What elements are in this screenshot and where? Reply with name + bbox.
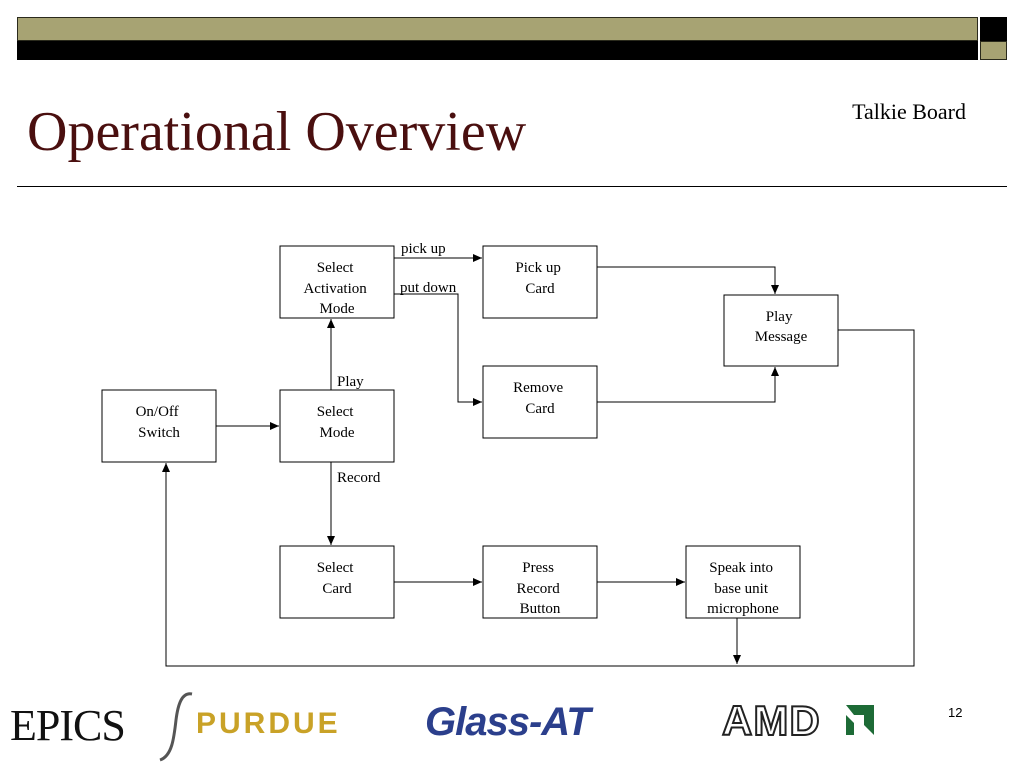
header-band-olive [17, 17, 978, 41]
node-speak-into-microphone-label: Speak into base unit microphone [707, 560, 779, 617]
select-activation-line-1: Select [317, 260, 354, 276]
select-activation-line-3: Mode [320, 301, 355, 317]
node-press-record-button-box [482, 545, 598, 619]
pick-up-card-line-2: Card [525, 281, 555, 297]
amd-logo: AMD [721, 696, 821, 745]
edge-label-put-down: put down [400, 280, 457, 296]
header-corner-black [980, 17, 1007, 41]
select-mode-line-2: Mode [320, 425, 355, 441]
node-speak-into-microphone-box [685, 545, 801, 619]
header-band-black [17, 41, 978, 60]
speak-into-line-1: Speak into [709, 560, 773, 576]
node-remove-card-label: Remove Card [513, 380, 567, 417]
node-pick-up-card-box [482, 245, 598, 319]
press-record-line-3: Button [520, 601, 561, 617]
glass-at-logo: Glass-AT [425, 700, 591, 744]
purdue-logo: PURDUE [196, 707, 341, 740]
speak-into-line-3: microphone [707, 601, 779, 617]
edge-label-pick-up: pick up [401, 241, 446, 257]
node-play-message-label: Play Message [755, 309, 808, 345]
select-card-line-2: Card [322, 581, 352, 597]
edge-label-play: Play [337, 374, 364, 390]
arrow-pickup-to-play [597, 266, 779, 294]
pick-up-card-line-1: Pick up [515, 260, 560, 276]
slide-subtitle: Talkie Board [852, 99, 966, 124]
node-select-activation-mode-label: Select Activation Mode [303, 260, 370, 317]
node-select-mode-label: Select Mode [317, 404, 357, 441]
node-on-off-switch-label: On/Off Switch [136, 404, 183, 441]
select-card-line-1: Select [317, 560, 354, 576]
select-activation-line-2: Activation [303, 281, 367, 297]
node-select-activation-mode-box [279, 245, 395, 319]
press-record-line-1: Press [522, 560, 554, 576]
select-mode-line-1: Select [317, 404, 354, 420]
slide-title: Operational Overview [27, 101, 527, 163]
node-remove-card-box [482, 365, 598, 439]
page-number: 12 [948, 705, 963, 720]
play-message-line-1: Play [766, 309, 793, 325]
edge-label-record: Record [337, 470, 381, 486]
arrow-remove-to-play [597, 367, 779, 403]
amd-arrow-icon [846, 705, 874, 735]
play-message-line-2: Message [755, 329, 808, 345]
integral-sign-icon [159, 692, 193, 762]
press-record-line-2: Record [516, 581, 560, 597]
node-select-card-box [279, 545, 395, 619]
node-select-mode-box [279, 389, 395, 463]
node-select-card-label: Select Card [317, 560, 357, 597]
remove-card-line-2: Card [525, 401, 555, 417]
node-press-record-button-label: Press Record Button [516, 560, 563, 617]
speak-into-line-2: base unit [714, 581, 769, 597]
node-play-message-box [723, 294, 839, 367]
header-corner-olive [980, 41, 1007, 60]
return-loop-from-play [162, 329, 915, 667]
on-off-line-2: Switch [138, 425, 180, 441]
epics-logo: EPICS [10, 701, 126, 750]
title-divider [17, 186, 1007, 187]
on-off-line-1: On/Off [136, 404, 179, 420]
remove-card-line-1: Remove [513, 380, 563, 396]
arrow-activation-to-remove [394, 293, 482, 406]
node-pick-up-card-label: Pick up Card [515, 260, 564, 297]
